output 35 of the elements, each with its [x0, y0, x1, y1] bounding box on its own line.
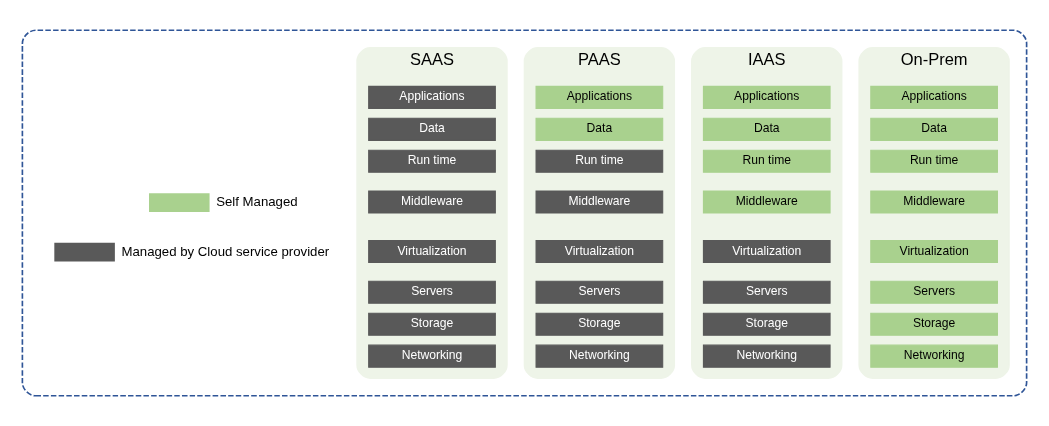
node-box: Servers: [870, 280, 998, 304]
node-box: Data: [535, 117, 664, 141]
node-box: Storage: [870, 312, 998, 336]
node-box: Virtualization: [535, 240, 664, 264]
node-box: Applications: [870, 85, 998, 109]
node-box: Run time: [870, 149, 998, 173]
node-box: Middleware: [535, 190, 664, 214]
node-box: Run time: [535, 149, 664, 173]
node-box: Middleware: [702, 190, 831, 214]
node-box: Servers: [702, 280, 831, 304]
node-box: Applications: [535, 85, 664, 109]
node-box: Storage: [368, 312, 496, 336]
node-box: Data: [702, 117, 831, 141]
node-box: Applications: [368, 85, 496, 109]
node-box: Networking: [702, 344, 831, 368]
node-box: Networking: [535, 344, 664, 368]
node-box: Servers: [535, 280, 664, 304]
cluster: [21, 29, 1028, 397]
node-box: Virtualization: [870, 240, 998, 264]
node-box: Storage: [702, 312, 831, 336]
node-box: Networking: [368, 344, 496, 368]
node-box: Servers: [368, 280, 496, 304]
node-box: Middleware: [368, 190, 496, 214]
legend-label: Self Managed: [216, 193, 298, 209]
node-box: Run time: [702, 149, 831, 173]
node-box: Data: [870, 117, 998, 141]
node-box: Data: [368, 117, 496, 141]
node-box: Run time: [368, 149, 496, 173]
node-box: Networking: [870, 344, 998, 368]
node-box: Virtualization: [702, 240, 831, 264]
node-box: Virtualization: [368, 240, 496, 264]
node-box: Storage: [535, 312, 664, 336]
node-box: Applications: [702, 85, 831, 109]
legend-label: Managed by Cloud service provider: [121, 243, 330, 259]
node-box: Middleware: [870, 190, 998, 214]
